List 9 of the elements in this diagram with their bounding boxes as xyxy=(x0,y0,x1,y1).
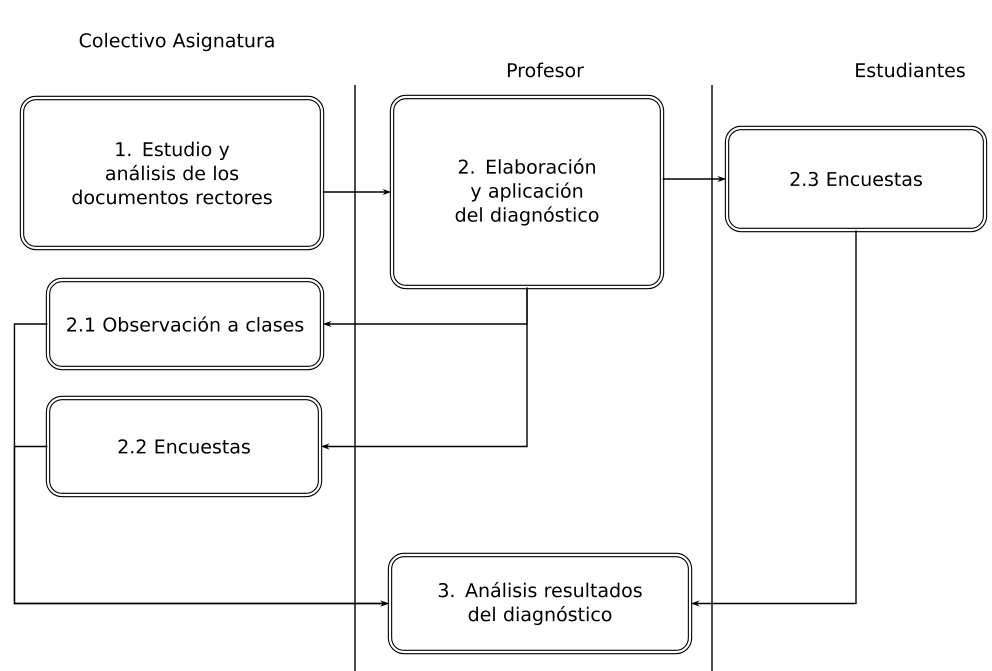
process-box: 2. Elaboración y aplicación del diagnóstico xyxy=(390,94,664,290)
process-box: 2.3 Encuestas xyxy=(724,126,988,232)
process-box: 2.2 Encuestas xyxy=(46,396,322,498)
lane-heading: Colectivo Asignatura xyxy=(80,32,274,52)
process-box: 3. Análisis resultados del diagnóstico xyxy=(388,552,692,654)
process-box: 2.1 Observación a clases xyxy=(46,278,324,370)
process-box: 1. Estudio y análisis de los documentos rectores xyxy=(20,96,324,250)
lane-heading: Estudiantes xyxy=(856,62,965,78)
lane-heading: Profesor xyxy=(508,62,584,78)
